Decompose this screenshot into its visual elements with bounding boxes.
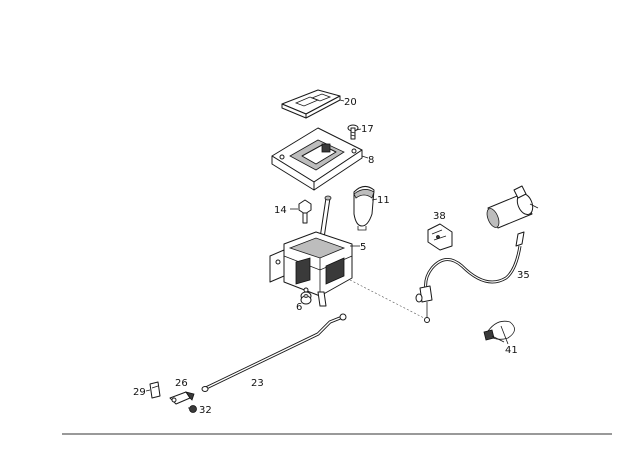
actuator-motor <box>486 185 539 229</box>
label-8: 8 <box>368 155 374 166</box>
part-14-bolt <box>298 199 312 224</box>
label-38: 38 <box>433 211 446 222</box>
label-14: 14 <box>274 205 287 216</box>
label-35: 35 <box>517 270 530 281</box>
part-5-shifter-housing <box>269 231 353 307</box>
part-38-bracket <box>427 223 453 251</box>
part-29-clip <box>149 381 161 399</box>
part-20-cover-plate <box>281 89 341 119</box>
label-41: 41 <box>505 345 518 356</box>
part-11-shift-knob <box>353 186 375 231</box>
shift-lever-rod <box>319 195 332 239</box>
part-32-nut <box>189 405 197 413</box>
label-32: 32 <box>199 405 212 416</box>
part-23-shift-rod <box>201 313 347 392</box>
leader-lines <box>145 99 509 409</box>
part-41-cable-tie <box>483 320 515 343</box>
label-26: 26 <box>175 378 188 389</box>
part-35-cable <box>415 231 525 323</box>
part-8-gate-frame <box>271 127 363 191</box>
label-29: 29 <box>133 387 146 398</box>
part-26-lever <box>169 391 195 405</box>
label-23: 23 <box>251 378 264 389</box>
assembly-dashed-line <box>349 279 425 319</box>
label-6: 6 <box>296 302 302 313</box>
label-5: 5 <box>360 242 366 253</box>
label-20: 20 <box>344 97 357 108</box>
label-11: 11 <box>377 195 390 206</box>
part-6-bushing <box>300 291 312 305</box>
part-17-screw <box>347 124 359 140</box>
label-17: 17 <box>361 124 374 135</box>
